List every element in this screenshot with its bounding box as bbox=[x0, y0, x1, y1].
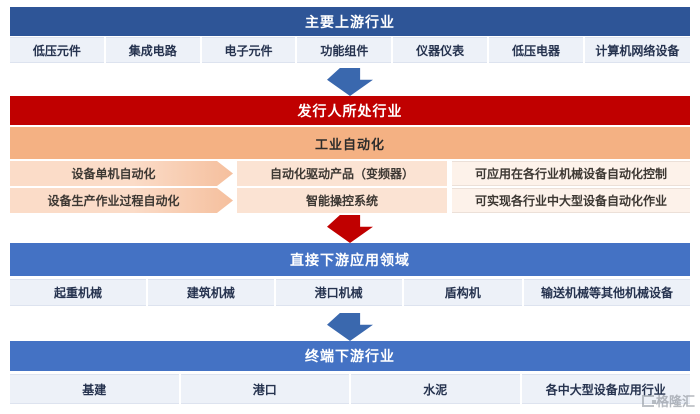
upstream-item: 集成电路 bbox=[105, 37, 200, 63]
upstream-header: 主要上游行业 bbox=[10, 7, 690, 36]
direct-downstream-items-row: 起重机械 建筑机械 港口机械 盾构机 输送机械等其他机械设备 bbox=[10, 279, 690, 306]
down-arrow-icon bbox=[327, 313, 373, 341]
arrow-zone-3 bbox=[10, 306, 690, 341]
issuer-row1-product-cell: 自动化驱动产品（变频器） bbox=[237, 161, 447, 186]
issuer-subheader-label: 工业自动化 bbox=[314, 136, 385, 152]
down-arrow-icon bbox=[327, 215, 373, 243]
issuer-header: 发行人所处行业 bbox=[10, 96, 690, 125]
upstream-item: 功能组件 bbox=[297, 37, 392, 63]
direct-downstream-item: 建筑机械 bbox=[147, 279, 274, 306]
upstream-item: 计算机网络设备 bbox=[584, 37, 690, 63]
issuer-row1-left-arrow-cell: 设备单机自动化 bbox=[10, 161, 233, 186]
direct-downstream-item: 盾构机 bbox=[403, 279, 522, 306]
gelonghui-watermark-text: 格隆汇 bbox=[655, 394, 695, 409]
issuer-row-2: 设备生产作业过程自动化 智能操控系统 可实现各行业中大型设备自动化作业 bbox=[10, 188, 690, 213]
upstream-item: 仪器仪表 bbox=[393, 37, 488, 63]
issuer-subheader: 工业自动化 bbox=[10, 127, 690, 159]
diagram-stack: 主要上游行业 低压元件 集成电路 电子元件 功能组件 仪器仪表 低压电器 计算机… bbox=[10, 0, 690, 404]
end-downstream-item: 水泥 bbox=[351, 374, 520, 404]
gelonghui-logo-icon bbox=[641, 394, 656, 407]
direct-downstream-item: 港口机械 bbox=[275, 279, 402, 306]
upstream-items-row: 低压元件 集成电路 电子元件 功能组件 仪器仪表 低压电器 计算机网络设备 bbox=[10, 37, 690, 63]
issuer-header-label: 发行人所处行业 bbox=[297, 102, 403, 119]
issuer-row2-product-cell: 智能操控系统 bbox=[237, 188, 447, 213]
end-downstream-item: 各中大型设备应用行业 bbox=[521, 374, 690, 404]
end-downstream-item: 港口 bbox=[180, 374, 349, 404]
direct-downstream-header-label: 直接下游应用领域 bbox=[290, 251, 410, 268]
end-downstream-header: 终端下游行业 bbox=[10, 341, 690, 371]
direct-downstream-item: 起重机械 bbox=[10, 279, 146, 306]
arrow-zone-1 bbox=[10, 63, 690, 96]
upstream-item: 电子元件 bbox=[201, 37, 296, 63]
direct-downstream-item: 输送机械等其他机械设备 bbox=[523, 279, 690, 306]
upstream-item: 低压元件 bbox=[10, 37, 104, 63]
issuer-row2-application-cell: 可实现各行业中大型设备自动化作业 bbox=[452, 188, 690, 213]
end-downstream-header-label: 终端下游行业 bbox=[305, 348, 395, 364]
issuer-row-1: 设备单机自动化 自动化驱动产品（变频器） 可应用在各行业机械设备自动化控制 bbox=[10, 161, 690, 186]
upstream-item: 低压电器 bbox=[489, 37, 583, 63]
issuer-row2-left-arrow-cell: 设备生产作业过程自动化 bbox=[10, 188, 233, 213]
gelonghui-watermark: 格隆汇 bbox=[641, 391, 695, 410]
down-arrow-icon bbox=[327, 68, 373, 96]
direct-downstream-header: 直接下游应用领域 bbox=[10, 243, 690, 276]
upstream-header-label: 主要上游行业 bbox=[305, 13, 395, 30]
end-downstream-item: 基建 bbox=[10, 374, 179, 404]
end-downstream-items-row: 基建 港口 水泥 各中大型设备应用行业 bbox=[10, 374, 690, 404]
issuer-row1-application-cell: 可应用在各行业机械设备自动化控制 bbox=[452, 161, 690, 186]
arrow-zone-2 bbox=[10, 213, 690, 243]
